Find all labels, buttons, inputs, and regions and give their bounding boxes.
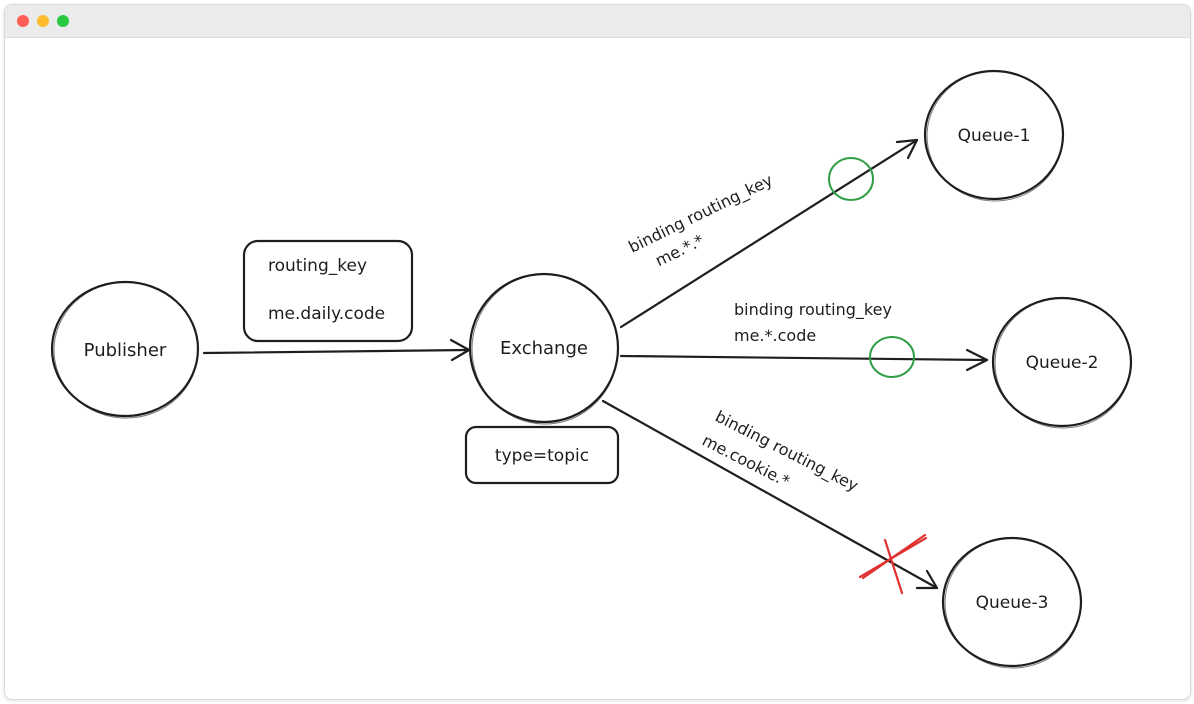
publisher-label: Publisher <box>84 340 167 361</box>
binding-arrow-queue-3 <box>601 399 939 590</box>
message-box <box>242 239 414 343</box>
diagram-canvas: Publisher Exchange Queue-1 Queue-2 Queue… <box>5 38 1190 699</box>
publish-arrow <box>202 338 471 362</box>
queue-3-label: Queue-3 <box>976 593 1049 613</box>
exchange-type-box <box>464 425 620 485</box>
exchange-node[interactable] <box>468 272 620 425</box>
maximize-window-button[interactable] <box>57 15 69 27</box>
match-indicator-queue-2 <box>869 336 915 378</box>
message-routing-key-label: routing_key <box>268 256 367 276</box>
binding-arrow-queue-2 <box>619 348 989 372</box>
title-bar <box>5 5 1190 38</box>
queue-2-label: Queue-2 <box>1026 353 1099 373</box>
queue-1-node[interactable] <box>923 69 1065 202</box>
publisher-node[interactable] <box>50 280 200 419</box>
topic-exchange-diagram: Publisher Exchange Queue-1 Queue-2 Queue… <box>50 69 1133 669</box>
binding-queue-2-label: binding routing_key <box>734 300 892 320</box>
app-window: Publisher Exchange Queue-1 Queue-2 Queue… <box>4 4 1191 700</box>
binding-arrow-queue-1 <box>619 138 919 329</box>
binding-queue-2-pattern: me.*.code <box>734 326 816 345</box>
exchange-type-label: type=topic <box>495 446 589 466</box>
close-window-button[interactable] <box>17 15 29 27</box>
exchange-label: Exchange <box>500 338 588 359</box>
match-indicator-queue-1 <box>828 157 874 201</box>
queue-3-node[interactable] <box>941 536 1083 669</box>
minimize-window-button[interactable] <box>37 15 49 27</box>
reject-indicator-queue-3 <box>858 533 928 595</box>
queue-2-node[interactable] <box>991 296 1133 429</box>
message-routing-key-value: me.daily.code <box>268 304 385 324</box>
queue-1-label: Queue-1 <box>958 126 1031 146</box>
